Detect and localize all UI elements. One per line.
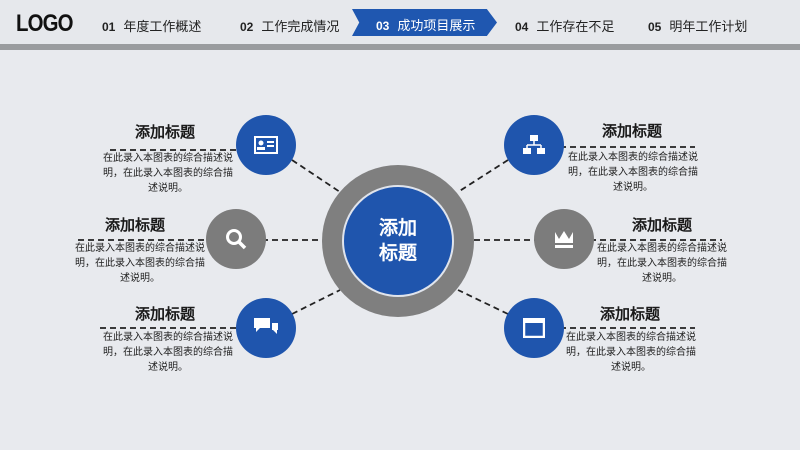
item-title: 添加标题 [599,305,660,323]
window-icon [504,298,564,358]
crown-icon [534,209,594,269]
nav-item-2[interactable]: 02 工作完成情况 [240,16,339,35]
nav-item-5[interactable]: 05 明年工作计划 [648,16,747,35]
item-title: 添加标题 [104,216,165,234]
nav-label: 年度工作概述 [123,20,202,35]
nav-num: 02 [240,20,254,34]
center-title: 添加标题 [342,185,454,297]
hierarchy-icon [504,115,564,175]
item-desc: 在此录入本图表的综合描述说明，在此录入本图表的综合描述说明。 [103,332,233,373]
item-desc: 在此录入本图表的综合描述说明，在此录入本图表的综合描述说明。 [103,153,233,194]
nav-item-1[interactable]: 01 年度工作概述 [102,16,201,35]
item-title: 添加标题 [631,216,692,234]
nav-item-3-active[interactable]: 03 成功项目展示 [352,9,497,36]
nav-item-4[interactable]: 04 工作存在不足 [515,16,614,35]
item-desc: 在此录入本图表的综合描述说明，在此录入本图表的综合描述说明。 [597,243,727,284]
nav-num: 05 [648,20,662,34]
item-desc: 在此录入本图表的综合描述说明，在此录入本图表的综合描述说明。 [566,332,696,373]
item-desc: 在此录入本图表的综合描述说明，在此录入本图表的综合描述说明。 [568,152,698,193]
nav-label: 工作完成情况 [261,20,340,35]
center-title-line1: 添加 [378,217,417,239]
nav-num: 04 [515,20,529,34]
chat-icon [236,298,296,358]
item-title: 添加标题 [134,123,195,141]
nav-num: 01 [102,20,116,34]
search-icon [206,209,266,269]
item-title: 添加标题 [134,305,195,323]
nav-num: 03 [376,19,390,33]
item-title: 添加标题 [601,122,662,140]
nav-label: 成功项目展示 [397,19,476,34]
nav-label: 工作存在不足 [536,20,615,35]
logo: LOGO [16,10,74,37]
item-desc: 在此录入本图表的综合描述说明，在此录入本图表的综合描述说明。 [75,243,205,284]
id-card-icon [236,115,296,175]
nav-label: 明年工作计划 [669,20,748,35]
header-divider [0,44,800,50]
center-title-line2: 标题 [378,242,417,264]
